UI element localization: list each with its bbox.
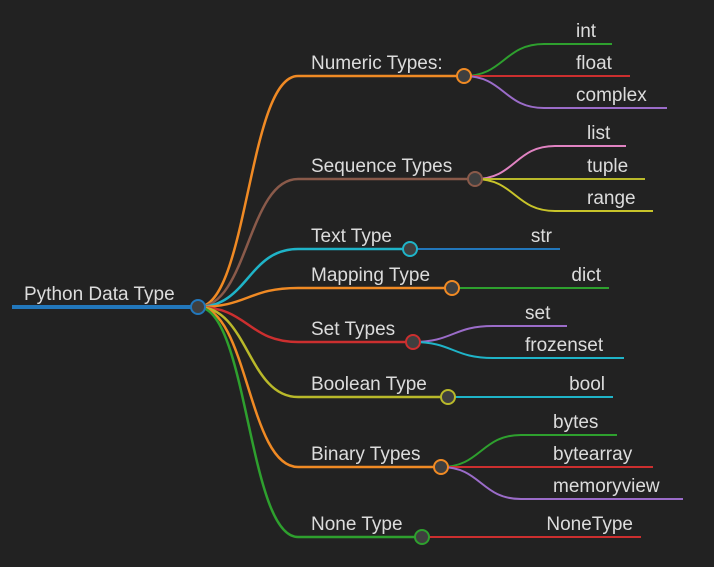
branch-label[interactable]: Mapping Type xyxy=(311,265,430,286)
leaf-connector xyxy=(463,75,545,109)
branch-node-circle[interactable] xyxy=(402,241,418,257)
leaf-connector xyxy=(474,178,556,212)
branch-label[interactable]: Sequence Types xyxy=(311,156,452,177)
leaf-connector xyxy=(440,434,522,468)
branch-node-circle[interactable] xyxy=(414,529,430,545)
branch-node-circle[interactable] xyxy=(467,171,483,187)
leaf-label[interactable]: complex xyxy=(576,85,647,106)
leaf-connector xyxy=(463,43,545,77)
leaf-label[interactable]: int xyxy=(576,21,597,42)
leaf-label[interactable]: float xyxy=(576,53,613,74)
branch-label[interactable]: None Type xyxy=(311,514,403,535)
leaf-connector xyxy=(412,341,494,359)
branch-connector xyxy=(197,247,299,309)
leaf-connector xyxy=(412,325,494,343)
branch-label[interactable]: Text Type xyxy=(311,226,392,247)
branch-connector xyxy=(197,177,299,309)
branch-connector xyxy=(197,286,299,309)
leaf-label[interactable]: memoryview xyxy=(553,476,660,497)
branch-label[interactable]: Boolean Type xyxy=(311,374,427,395)
leaf-label[interactable]: set xyxy=(525,303,551,324)
root-node-circle[interactable] xyxy=(190,299,206,315)
branch-label[interactable]: Set Types xyxy=(311,319,395,340)
branch-label[interactable]: Binary Types xyxy=(311,444,420,465)
branch-connector xyxy=(197,74,299,309)
branch-node-circle[interactable] xyxy=(456,68,472,84)
branch-node-circle[interactable] xyxy=(440,389,456,405)
leaf-label[interactable]: bytes xyxy=(553,412,598,433)
leaf-label[interactable]: str xyxy=(531,226,553,247)
leaf-connector xyxy=(440,466,522,500)
branch-node-circle[interactable] xyxy=(433,459,449,475)
leaf-label[interactable]: bytearray xyxy=(553,444,633,465)
leaf-label[interactable]: list xyxy=(587,123,611,144)
leaf-label[interactable]: tuple xyxy=(587,156,628,177)
leaf-label[interactable]: frozenset xyxy=(525,335,604,356)
leaf-connector xyxy=(474,145,556,180)
branch-node-circle[interactable] xyxy=(444,280,460,296)
branch-label[interactable]: Numeric Types: xyxy=(311,53,443,74)
leaf-label[interactable]: NoneType xyxy=(546,514,633,535)
leaf-label[interactable]: bool xyxy=(569,374,605,395)
branch-node-circle[interactable] xyxy=(405,334,421,350)
branch-connector xyxy=(197,305,299,344)
branch-connector xyxy=(197,305,299,469)
branch-connector xyxy=(197,305,299,539)
leaf-label[interactable]: range xyxy=(587,188,636,209)
branch-connector xyxy=(197,305,299,399)
node-labels: Python Data Type Numeric Types: int float co… xyxy=(24,21,660,535)
root-label: Python Data Type xyxy=(24,284,175,305)
connector-lines xyxy=(12,43,683,539)
leaf-label[interactable]: dict xyxy=(571,265,601,286)
node-circles xyxy=(190,68,483,545)
